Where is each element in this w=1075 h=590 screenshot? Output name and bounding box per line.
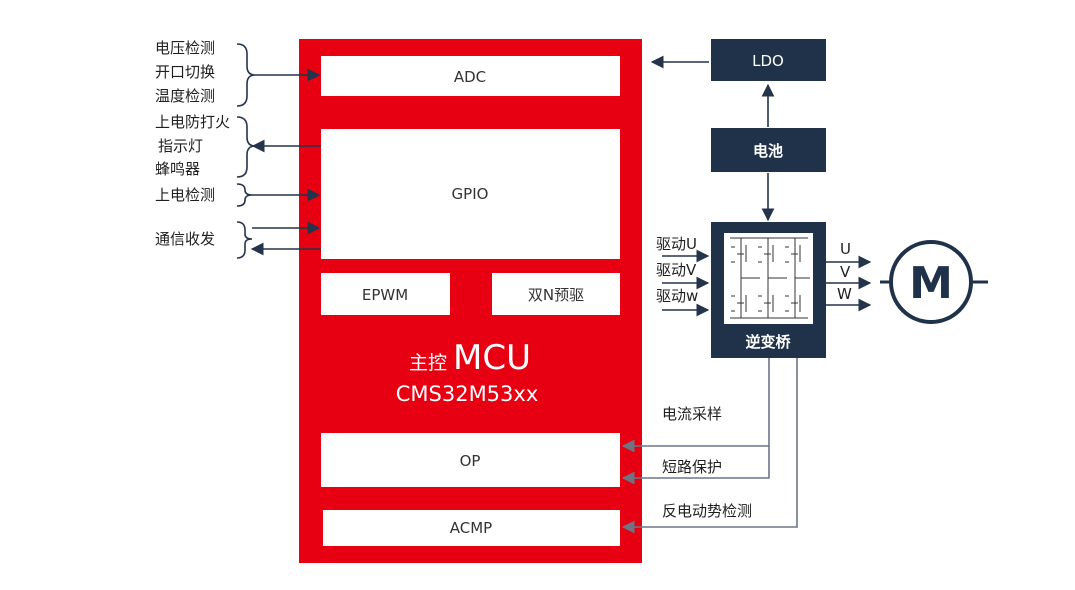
drive-u-label: 驱动U <box>656 235 697 253</box>
phase-w-label: W <box>837 285 852 303</box>
brace-adc <box>236 43 256 107</box>
acmp-label: ACMP <box>450 519 492 537</box>
drive-v-label: 驱动V <box>656 261 697 279</box>
op-label: OP <box>460 452 481 470</box>
battery-label: 电池 <box>753 142 783 160</box>
comm-label: 通信收发 <box>155 230 215 248</box>
gpio-block[interactable]: GPIO <box>321 129 620 259</box>
mosfet-icon <box>730 237 810 319</box>
mcu-title-cn: 主控 <box>409 352 447 374</box>
gpio-output-3: 蜂鸣器 <box>155 160 200 178</box>
gpio-output-1: 上电防打火 <box>155 113 230 131</box>
mcu-title: 主控 MCU <box>409 338 531 378</box>
epwm-block[interactable]: EPWM <box>321 273 450 315</box>
line-current-sense <box>621 358 770 453</box>
current-sense-label: 电流采样 <box>662 405 722 423</box>
motor-label: M <box>909 258 953 309</box>
epwm-label: EPWM <box>362 286 408 304</box>
motor-icon: M <box>880 240 988 324</box>
short-protect-label: 短路保护 <box>662 458 722 476</box>
line-bemf <box>621 358 798 534</box>
gpio-output-2: 指示灯 <box>158 137 203 155</box>
drive-w-label: 驱动w <box>656 287 698 305</box>
ldo-label: LDO <box>752 52 784 70</box>
adc-input-2: 开口切换 <box>155 63 215 81</box>
adc-input-3: 温度检测 <box>155 87 215 105</box>
battery-block[interactable]: 电池 <box>711 128 826 172</box>
line-short-protect <box>621 446 770 485</box>
inverter-bridge[interactable]: 逆变桥 <box>711 222 826 358</box>
ldo-block[interactable]: LDO <box>711 39 826 81</box>
brace-comm <box>236 221 253 259</box>
phase-v-label: V <box>840 263 851 281</box>
op-block[interactable]: OP <box>321 433 620 487</box>
predriver-label: 双N预驱 <box>528 286 584 304</box>
phase-u-label: U <box>840 240 851 258</box>
gpio-input-label: 上电检测 <box>155 186 215 204</box>
predriver-block[interactable]: 双N预驱 <box>492 273 620 315</box>
gpio-label: GPIO <box>452 185 489 203</box>
mcu-title-en: MCU <box>453 338 531 378</box>
brace-gpio-out <box>236 116 256 178</box>
adc-block[interactable]: ADC <box>321 56 620 96</box>
acmp-block[interactable]: ACMP <box>323 510 620 546</box>
brace-gpio-in <box>236 183 253 207</box>
bridge-label: 逆变桥 <box>745 333 791 351</box>
bemf-label: 反电动势检测 <box>662 502 752 520</box>
mcu-part-number: CMS32M53xx <box>396 382 539 406</box>
adc-label: ADC <box>454 68 486 86</box>
adc-input-1: 电压检测 <box>155 39 215 57</box>
